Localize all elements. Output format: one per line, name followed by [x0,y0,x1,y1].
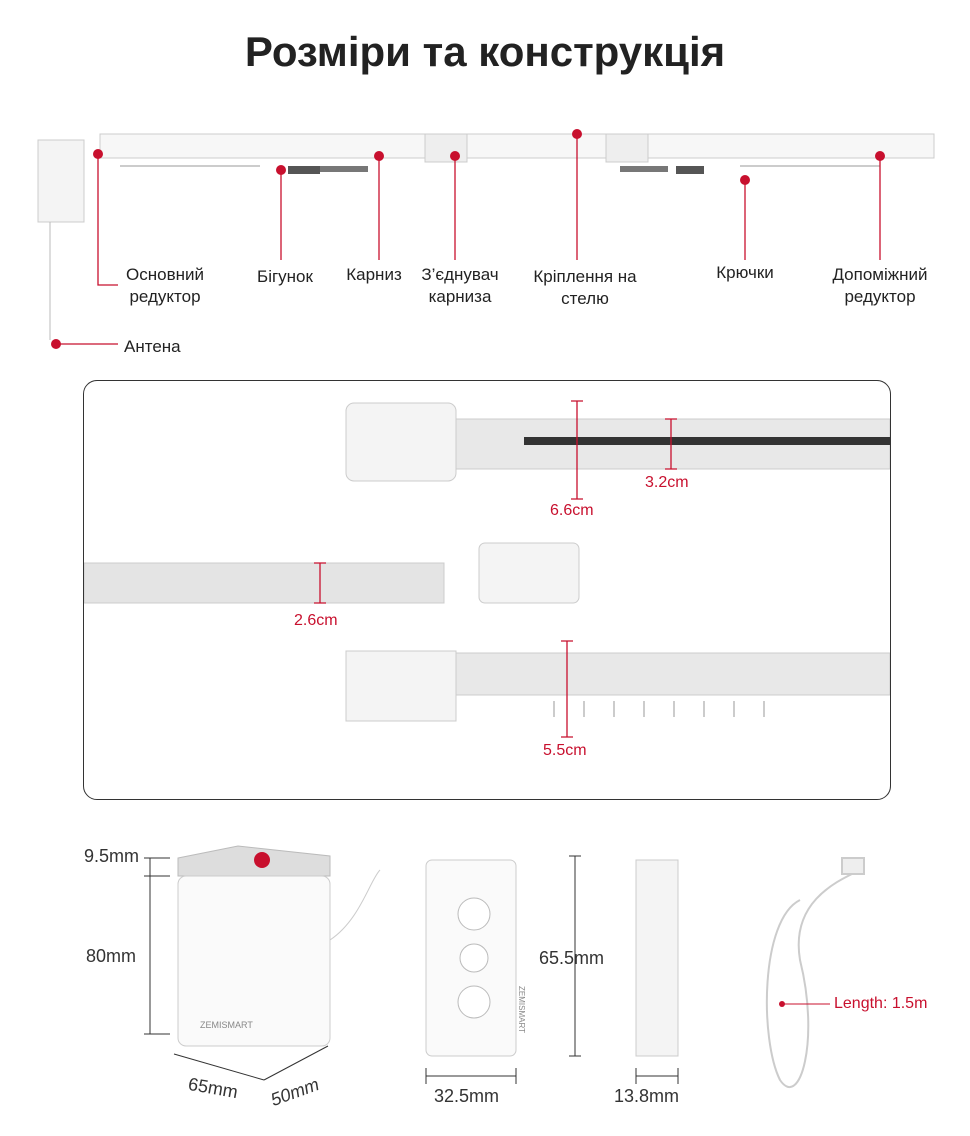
motor-shape [177,845,381,1047]
label-main-motor: Основний редуктор [126,265,204,306]
remote-side-dim: 13.8mm [614,1086,680,1106]
power-cable-shape [765,857,865,1088]
label-hooks: Крючки [716,263,774,282]
rail-overview-diagram [37,129,935,349]
motor-height-dim: 80mm [86,946,137,966]
label-aux-motor: Допоміжний редуктор [832,265,928,306]
remote-height-dim: 65.5mm [539,948,605,968]
rail-closeup-panel: 6.6cm 3.2cm 2.6cm 5.5cm [83,380,891,800]
bracket-height-dim: 6.6cm [550,502,594,519]
label-rail-connector: З’єднувач карниза [421,265,499,306]
remote-brand: ZEMISMART [516,986,526,1033]
rail-shape [99,133,935,159]
main-motor-shape [37,139,85,223]
remote-shape [425,859,679,1057]
page-title: Розміри та конструкція [244,28,726,75]
cable-length-label: Length: 1.5m [834,995,928,1012]
label-runner: Бігунок [257,267,313,286]
label-ceiling-mount: Кріплення на стелю [533,267,637,308]
rail-width-dim: 2.6cm [294,612,338,629]
motor-top-dim: 9.5mm [84,846,140,866]
label-rail: Карниз [346,265,402,284]
motor-brand: ZEMISMART [200,1020,253,1030]
remote-width-dim: 32.5mm [434,1086,500,1106]
rail-height-dim: 3.2cm [645,474,689,491]
product-dimensions-diagram [144,845,865,1088]
hook-height-dim: 5.5cm [543,742,587,759]
label-antenna: Антена [124,337,181,356]
